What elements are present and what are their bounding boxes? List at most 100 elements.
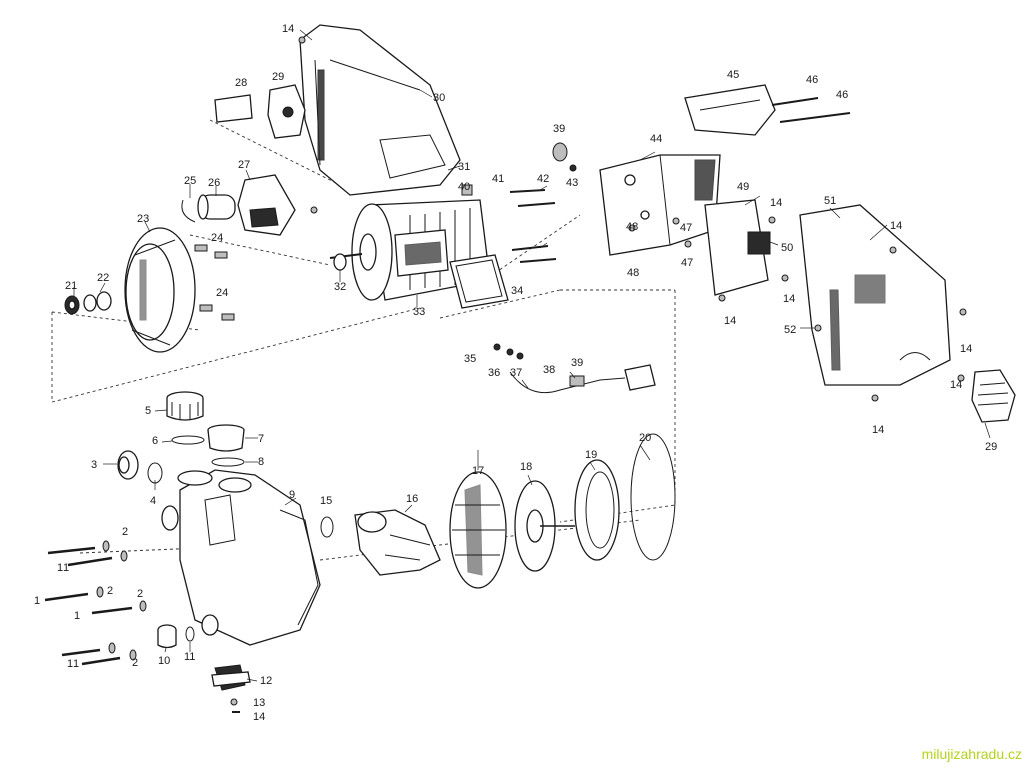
knob-29-right bbox=[971, 369, 1016, 423]
part-label: 39 bbox=[553, 123, 565, 135]
bolts-1 bbox=[44, 546, 133, 666]
part-label: 2 bbox=[107, 585, 113, 597]
part-label: 51 bbox=[824, 195, 836, 207]
part-label: 10 bbox=[158, 655, 170, 667]
screws-41-42 bbox=[509, 189, 557, 263]
part-label: 8 bbox=[258, 456, 264, 468]
bracket-29 bbox=[267, 84, 306, 139]
diffuser-16 bbox=[354, 509, 441, 576]
part-label: 37 bbox=[510, 367, 522, 379]
part-label: 1 bbox=[63, 562, 69, 574]
part-label: 14 bbox=[253, 711, 265, 723]
seal-19 bbox=[574, 459, 620, 561]
part-label: 38 bbox=[543, 364, 555, 376]
seals-21-22 bbox=[64, 291, 112, 315]
part-label: 14 bbox=[960, 343, 972, 355]
part-label: 14 bbox=[950, 379, 962, 391]
part-label: 22 bbox=[97, 272, 109, 284]
impeller-17 bbox=[449, 471, 507, 589]
oring-11 bbox=[185, 626, 195, 642]
part-label: 34 bbox=[511, 285, 523, 297]
part-label: 1 bbox=[57, 562, 63, 574]
part-label: 26 bbox=[208, 177, 220, 189]
part-label: 25 bbox=[184, 175, 196, 187]
insert-7 bbox=[207, 424, 245, 452]
washer-32 bbox=[333, 253, 347, 271]
part-label: 46 bbox=[836, 89, 848, 101]
oring-15 bbox=[320, 516, 334, 538]
part-label: 20 bbox=[639, 432, 651, 444]
part-label: 15 bbox=[320, 495, 332, 507]
part-label: 6 bbox=[152, 435, 158, 447]
part-label: 14 bbox=[783, 293, 795, 305]
part-label: 14 bbox=[770, 197, 782, 209]
part-label: 3 bbox=[91, 459, 97, 471]
screws-24 bbox=[194, 244, 235, 321]
part-label: 16 bbox=[406, 493, 418, 505]
part-label: 41 bbox=[492, 173, 504, 185]
part-label: 47 bbox=[681, 257, 693, 269]
part-label: 43 bbox=[566, 177, 578, 189]
part-label: 49 bbox=[737, 181, 749, 193]
switch-plate-49 bbox=[704, 199, 769, 296]
part-label: 31 bbox=[458, 161, 470, 173]
part-label: 48 bbox=[626, 221, 638, 233]
part-label: 33 bbox=[413, 306, 425, 318]
part-label: 23 bbox=[137, 213, 149, 225]
part-label: 7 bbox=[258, 433, 264, 445]
small-fasteners bbox=[298, 36, 967, 402]
motor-33 bbox=[329, 199, 491, 301]
part-label: 14 bbox=[890, 220, 902, 232]
pump-housing-9 bbox=[161, 469, 321, 646]
disc-18 bbox=[514, 480, 575, 572]
nut-43 bbox=[569, 164, 577, 172]
bracket-45 bbox=[684, 84, 776, 136]
part-label: 2 bbox=[132, 657, 138, 669]
grommet-39 bbox=[552, 142, 568, 162]
part-label: 1 bbox=[74, 610, 80, 622]
drain-plug-10 bbox=[157, 624, 177, 649]
knob-12 bbox=[211, 664, 251, 691]
oring-8 bbox=[211, 457, 245, 467]
leader-lines bbox=[73, 29, 991, 682]
filler-cap-5 bbox=[166, 391, 204, 421]
part-label: 5 bbox=[145, 405, 151, 417]
switch-50 bbox=[747, 231, 771, 255]
part-label: 14 bbox=[724, 315, 736, 327]
cover-51 bbox=[799, 204, 951, 386]
part-label: 14 bbox=[872, 424, 884, 436]
part-label: 13 bbox=[253, 697, 265, 709]
part-label: 9 bbox=[289, 489, 295, 501]
part-label: 2 bbox=[122, 526, 128, 538]
switch-27 bbox=[237, 174, 296, 236]
part-label: 4 bbox=[150, 495, 156, 507]
part-label: 42 bbox=[537, 173, 549, 185]
label-plate-28 bbox=[214, 94, 253, 123]
rods-46 bbox=[771, 97, 851, 123]
part-label: 46 bbox=[806, 74, 818, 86]
part-label: 1 bbox=[67, 658, 73, 670]
clip-25 bbox=[181, 199, 196, 223]
terminal-box-44 bbox=[599, 154, 721, 256]
part-label: 52 bbox=[784, 324, 796, 336]
capacitor-26 bbox=[197, 194, 236, 220]
oring-20 bbox=[630, 433, 676, 561]
watermark-text: milujizahradu.cz bbox=[921, 746, 1022, 762]
part-label: 21 bbox=[65, 280, 77, 292]
washers-2 bbox=[96, 540, 147, 661]
part-label: 39 bbox=[571, 357, 583, 369]
part-label: 12 bbox=[260, 675, 272, 687]
part-label: 27 bbox=[238, 159, 250, 171]
part-label: 30 bbox=[433, 92, 445, 104]
part-label: 2 bbox=[137, 588, 143, 600]
part-label: 50 bbox=[781, 242, 793, 254]
part-label: 32 bbox=[334, 281, 346, 293]
part-label: 44 bbox=[650, 133, 662, 145]
part-label: 19 bbox=[585, 449, 597, 461]
cable-assembly-38 bbox=[493, 343, 656, 394]
part-label: 29 bbox=[272, 71, 284, 83]
part-label: 47 bbox=[680, 222, 692, 234]
part-label: 1 bbox=[34, 595, 40, 607]
